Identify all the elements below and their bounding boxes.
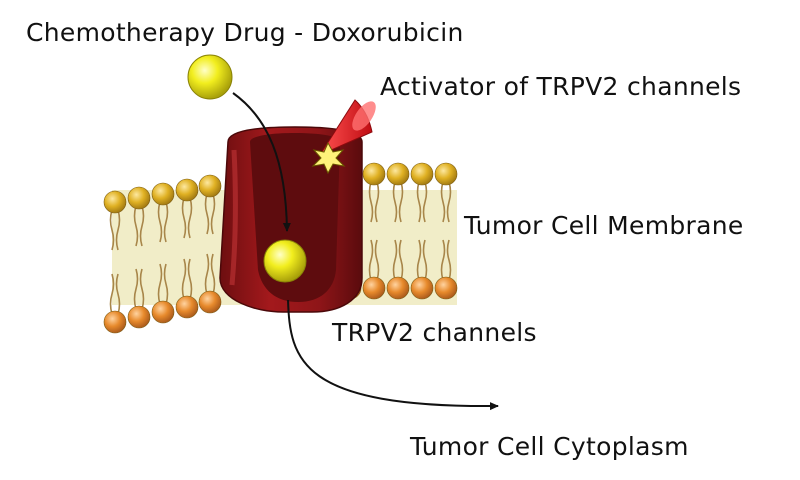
lipid-tail	[392, 239, 398, 281]
lipid-tail	[398, 181, 404, 223]
lipid-head-top	[151, 182, 175, 206]
lipid-head-top	[410, 162, 434, 186]
lipid-head-top	[198, 174, 222, 198]
trpv2-channel	[219, 126, 363, 313]
drug-path-arrows	[232, 92, 499, 411]
lipid-tail	[446, 181, 452, 223]
lipid-tail	[139, 268, 145, 310]
lipid-tail	[204, 193, 210, 235]
lipid-tail	[210, 253, 216, 295]
lipid-tail	[374, 239, 380, 281]
lipid-tail	[440, 181, 446, 223]
lipid-tail	[422, 239, 428, 281]
activator-label: Activator of TRPV2 channels	[380, 72, 742, 101]
drug-label: Chemotherapy Drug - Doxorubicin	[26, 18, 464, 47]
lipid-head-bottom	[198, 290, 222, 314]
lipid-head-bottom	[175, 295, 199, 319]
lipid-tail	[109, 273, 115, 315]
lipid-tail	[115, 273, 121, 315]
lipid-tail	[115, 209, 121, 251]
lipid-tail	[416, 239, 422, 281]
lipid-tail	[210, 193, 216, 235]
lipid-head-bottom	[386, 276, 410, 300]
lipid-tail	[416, 181, 422, 223]
drug-sphere-in-channel-icon	[263, 239, 307, 283]
lipid-tail	[181, 197, 187, 239]
lipid-head-top	[103, 190, 127, 214]
lipid-tail	[163, 201, 169, 243]
activator-icon	[311, 99, 376, 175]
lipid-tail	[392, 181, 398, 223]
lipid-tail	[446, 239, 452, 281]
lipid-tail	[422, 181, 428, 223]
membrane-label: Tumor Cell Membrane	[464, 211, 744, 240]
lipid-head-bottom	[103, 310, 127, 334]
lipid-tail	[157, 201, 163, 243]
lipid-head-bottom	[434, 276, 458, 300]
lipid-tail	[163, 263, 169, 305]
lipid-head-top	[362, 162, 386, 186]
drug-sphere-icon	[187, 54, 233, 100]
lipid-head-bottom	[151, 300, 175, 324]
lipid-tail	[368, 181, 374, 223]
channel-highlight	[229, 149, 238, 286]
lipid-tail	[181, 258, 187, 300]
lipid-tail	[133, 205, 139, 247]
lipid-tail	[187, 197, 193, 239]
lipid-head-top	[127, 186, 151, 210]
lipid-tail	[139, 205, 145, 247]
lipid-head-bottom	[362, 276, 386, 300]
cone-opening	[352, 101, 376, 131]
lipid-head-top	[175, 178, 199, 202]
channel-label: TRPV2 channels	[332, 318, 537, 347]
lipid-tail	[133, 268, 139, 310]
lipid-tail	[157, 263, 163, 305]
lipid-tail	[398, 239, 404, 281]
arrow-drug-into-channel	[232, 92, 291, 232]
star-burst-icon	[311, 141, 346, 175]
lipid-head-bottom	[127, 305, 151, 329]
lipid-head-top	[434, 162, 458, 186]
lipid-tail	[204, 253, 210, 295]
lipid-head-bottom	[410, 276, 434, 300]
lipid-tail	[109, 209, 115, 251]
lipid-tail	[440, 239, 446, 281]
lipid-tail	[368, 239, 374, 281]
arrow-to-cytoplasm	[287, 299, 499, 411]
cytoplasm-label: Tumor Cell Cytoplasm	[410, 432, 689, 461]
lipid-tail	[187, 258, 193, 300]
lipid-tail	[374, 181, 380, 223]
lipid-head-top	[386, 162, 410, 186]
